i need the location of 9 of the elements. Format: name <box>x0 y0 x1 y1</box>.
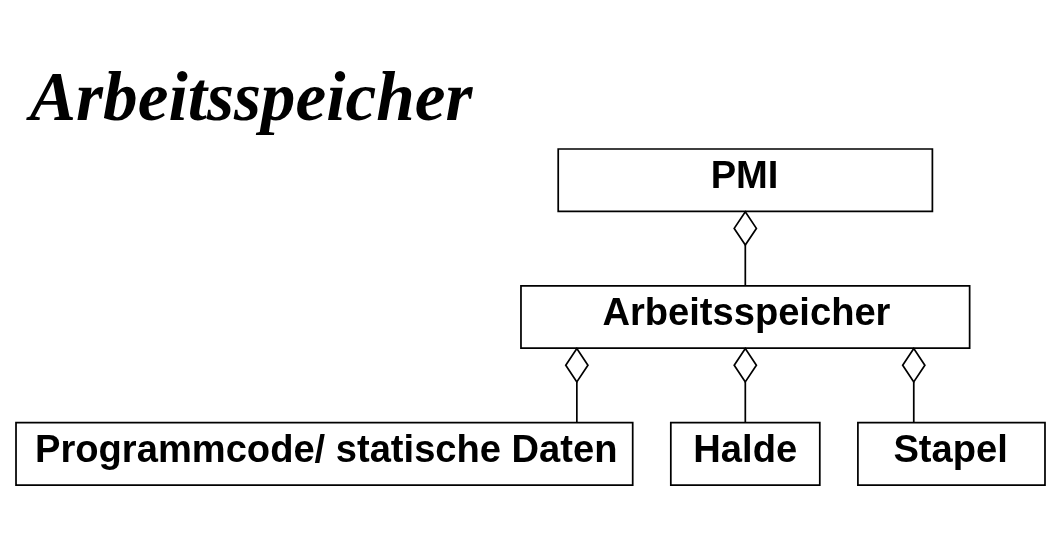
connector <box>733 347 758 423</box>
node-box: Halde <box>669 421 821 486</box>
connector <box>564 347 589 423</box>
node-box: Arbeitsspeicher <box>520 285 971 350</box>
node-box: Stapel <box>857 421 1046 486</box>
node-box: Programmcode/ statische Daten <box>15 421 634 486</box>
connector <box>733 210 758 287</box>
connector <box>901 347 926 423</box>
node-box: PMI <box>557 148 934 213</box>
